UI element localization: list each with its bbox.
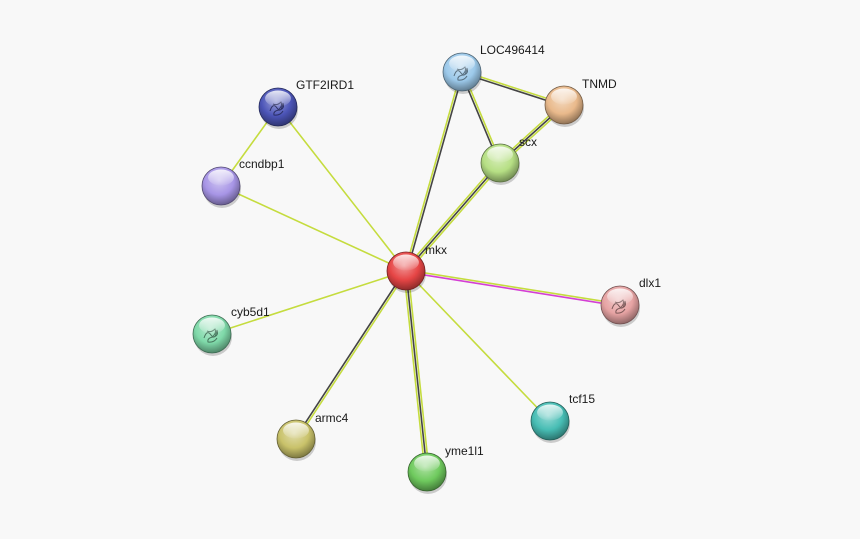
edge-mkx-tcf15 [405,270,551,422]
edge-line [405,270,551,422]
edge-mkx-GTF2IRD1 [277,106,407,272]
node-label-cyb5d1: cyb5d1 [231,305,270,319]
edge-line [404,70,462,272]
node-label-GTF2IRD1: GTF2IRD1 [296,78,354,92]
node-highlight [414,455,440,472]
node-GTF2IRD1[interactable]: GTF2IRD1 [258,78,354,129]
edge-line [406,71,464,273]
node-highlight [551,88,577,105]
node-highlight [265,90,291,107]
node-yme1l1[interactable]: yme1l1 [407,444,484,494]
edge-mkx-scx [403,160,503,274]
node-scx[interactable]: scx [480,135,537,185]
edge-line [294,269,406,440]
node-label-scx: scx [519,135,537,149]
node-dlx1[interactable]: dlx1 [600,276,661,327]
node-TNMD[interactable]: TNMD [544,77,617,127]
node-highlight [199,317,225,334]
node-tcf15[interactable]: tcf15 [530,392,595,443]
edge-line [211,270,407,335]
node-mkx[interactable]: mkx [386,243,447,293]
edge-line [403,270,426,474]
node-highlight [449,55,475,72]
node-highlight [283,422,309,439]
node-label-TNMD: TNMD [582,77,617,91]
node-highlight [537,404,563,421]
edge-line [220,185,407,272]
edge-line [405,271,621,307]
edge-mkx-armc4 [294,269,408,441]
edge-mkx-LOC496414 [404,70,464,273]
edge-line [407,269,430,473]
edge-line [405,269,621,305]
edge-line [296,270,408,441]
edge-line [277,106,407,272]
node-highlight [208,169,234,186]
edge-line [405,162,501,272]
node-label-mkx: mkx [425,243,447,257]
node-label-armc4: armc4 [315,411,349,425]
edge-line [406,163,503,274]
node-cyb5d1[interactable]: cyb5d1 [192,305,270,356]
edge-line [403,160,500,271]
edge-mkx-cyb5d1 [211,270,407,335]
edge-mkx-yme1l1 [403,269,430,474]
node-highlight [487,146,513,163]
edge-mkx-dlx1 [405,269,621,307]
node-LOC496414[interactable]: LOC496414 [442,43,545,94]
node-label-tcf15: tcf15 [569,392,595,406]
node-label-LOC496414: LOC496414 [480,43,545,57]
node-ccndbp1[interactable]: ccndbp1 [201,157,285,208]
node-label-dlx1: dlx1 [639,276,661,290]
edge-line [405,270,428,473]
edge-mkx-ccndbp1 [220,185,407,272]
node-highlight [393,254,419,271]
node-highlight [607,288,633,305]
node-armc4[interactable]: armc4 [276,411,349,461]
node-label-yme1l1: yme1l1 [445,444,484,458]
node-label-ccndbp1: ccndbp1 [239,157,285,171]
